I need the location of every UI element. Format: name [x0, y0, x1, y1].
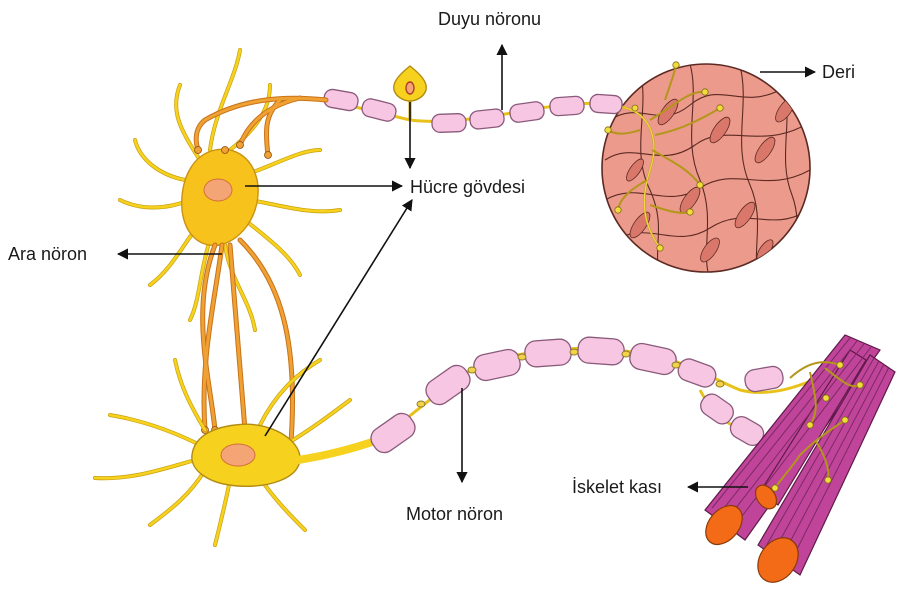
- sensory-nucleus: [406, 82, 414, 94]
- label-skeletal-muscle: İskelet kası: [572, 477, 662, 497]
- sensory-myelin-sheath: [323, 88, 623, 132]
- skin-tissue: [602, 62, 810, 280]
- skeletal-muscle: [698, 335, 895, 590]
- motor-nucleus: [221, 444, 255, 466]
- interneuron-nucleus: [204, 179, 232, 201]
- label-skin: Deri: [822, 62, 855, 82]
- label-sensory-neuron: Duyu nöronu: [438, 9, 541, 29]
- arrow-motor-cell-body: [265, 200, 412, 436]
- label-cell-body: Hücre gövdesi: [410, 177, 525, 197]
- sensory-neuron: [323, 66, 626, 133]
- label-motor-neuron: Motor nöron: [406, 504, 503, 524]
- label-interneuron: Ara nöron: [8, 244, 87, 264]
